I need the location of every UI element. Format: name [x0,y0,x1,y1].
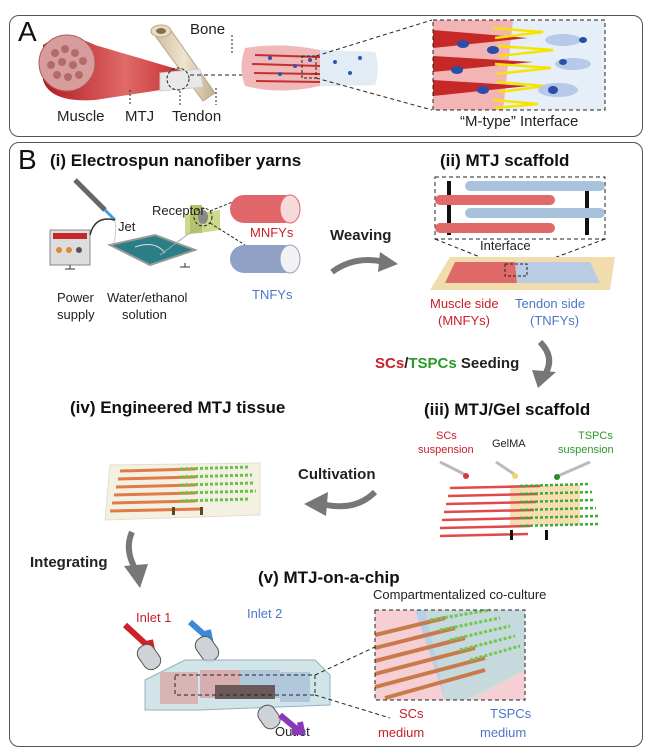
label-tspcs-suspension-1: TSPCs [578,430,613,442]
label-bone: Bone [190,21,226,38]
label-cultivation: Cultivation [298,466,376,483]
m-type-interface-illustration [432,19,606,111]
mtj-dashed-circle [166,67,190,91]
label-weaving: Weaving [330,227,392,244]
label-scs-medium-2: medium [378,725,425,740]
seeding-slash: / [404,355,409,372]
label-tendon-side-2: (TNFYs) [530,313,580,328]
seeding-tspcs: TSPCs [408,355,457,372]
label-receptor: Receptor [152,203,205,218]
label-muscle: Muscle [57,108,105,125]
yarn-illustrations [230,194,301,274]
label-jet: Jet [118,219,136,234]
water-tray-icon [107,233,198,267]
label-integrating: Integrating [30,554,108,571]
label-interface: Interface [480,238,531,253]
mtj-chip-device-illustration [122,619,391,735]
seeding-arrow-icon [532,339,556,388]
label-tnfys: TNFYs [252,287,293,302]
outlet-arrow-icon [278,712,306,735]
panel-b-letter: B [18,144,37,175]
panel-a-letter: A [18,16,37,47]
muscle-cross-section [38,34,96,92]
power-supply-icon [49,218,116,266]
label-mnfys: MNFYs [250,225,294,240]
label-inlet-1: Inlet 1 [136,610,172,625]
muscle-bone-tendon-illustration [38,24,242,105]
label-tendon-side-1: Tendon side [515,296,586,311]
mtj-scaffold-illustration [430,176,615,290]
step-5-title: (v) MTJ-on-a-chip [258,568,400,587]
label-scs-suspension-1: SCs [436,430,457,442]
label-mtj: MTJ [125,108,155,125]
cultivation-arrow-icon [304,489,378,516]
label-seeding: SCs/TSPCs Seeding [375,355,519,372]
step-4-title: (iv) Engineered MTJ tissue [70,398,286,417]
label-tspcs-medium-2: medium [480,725,527,740]
tendon-shape [159,68,204,92]
label-tendon: Tendon [172,108,222,125]
mnfys-yarn-icon [230,194,301,224]
weaving-arrow-icon [330,252,398,275]
panel-b [9,142,643,747]
fiber-bundle-illustration [241,19,433,111]
label-tspcs-suspension-2: suspension [558,444,614,456]
label-scs-medium-1: SCs [399,706,424,721]
engineered-mtj-tissue-illustration [104,462,261,521]
label-gelma: GelMA [492,438,526,450]
seeding-scs: SCs [375,355,405,372]
label-muscle-side-2: (MNFYs) [438,313,490,328]
coculture-zoom-illustration [374,608,526,701]
label-solution-2: solution [122,307,167,322]
label-inlet-2: Inlet 2 [247,606,283,621]
label-compartmentalized-coculture: Compartmentalized co-culture [373,587,547,602]
receptor-icon [159,196,246,256]
tnfys-yarn-icon [230,244,301,274]
integrating-arrow-icon [124,530,148,588]
label-m-type-interface: “M-type” Interface [460,113,579,130]
step-1-title: (i) Electrospun nanofiber yarns [50,151,302,170]
label-scs-suspension-2: suspension [418,444,474,456]
mtj-gel-scaffold-illustration [439,460,601,540]
label-power-supply-2: supply [57,307,95,322]
syringe-icon [73,178,117,222]
label-solution-1: Water/ethanol [107,290,188,305]
label-power-supply-1: Power [57,290,94,305]
label-muscle-side-1: Muscle side [430,296,499,311]
electrospinning-setup [49,178,246,270]
label-tspcs-medium-1: TSPCs [490,706,532,721]
step-2-title: (ii) MTJ scaffold [440,151,570,170]
seeding-rest: Seeding [456,355,520,372]
step-3-title: (iii) MTJ/Gel scaffold [424,400,591,419]
